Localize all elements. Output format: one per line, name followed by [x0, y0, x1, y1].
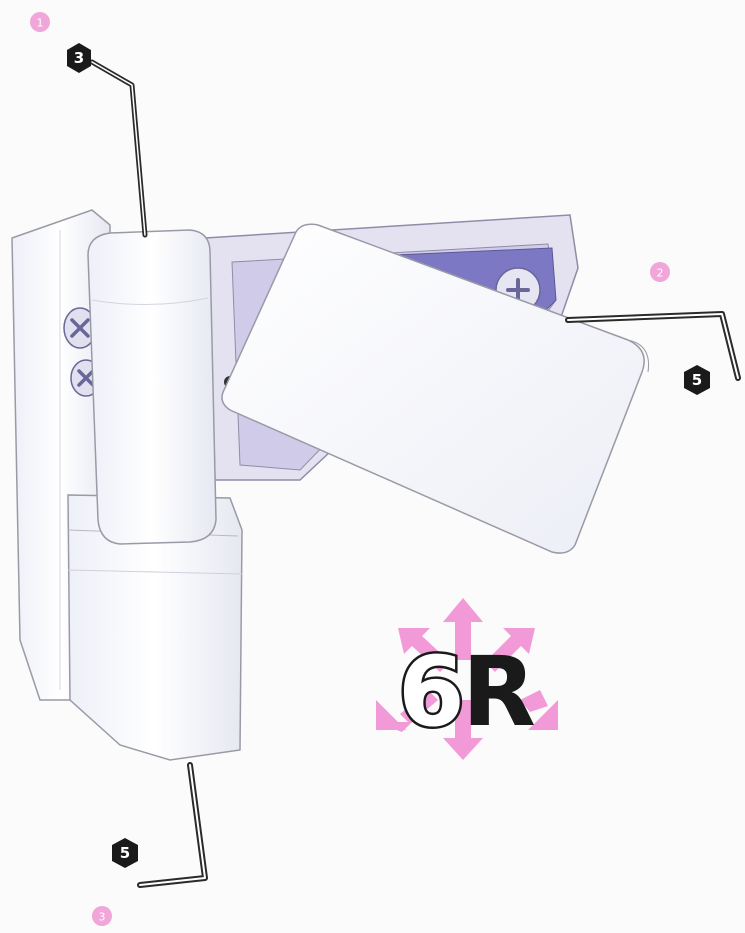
hex-marker-top-icon: 3 — [67, 43, 91, 73]
adjustment-label: 6 R — [398, 636, 534, 748]
svg-text:6: 6 — [398, 636, 460, 748]
svg-text:R: R — [462, 636, 534, 748]
svg-text:3: 3 — [99, 911, 106, 924]
hex-marker-bottom-icon: 5 — [112, 838, 138, 868]
step-marker-1: 1 — [30, 12, 50, 32]
hinge-flap — [222, 224, 649, 553]
svg-text:5: 5 — [692, 371, 702, 389]
step-marker-2: 2 — [650, 262, 670, 282]
svg-text:3: 3 — [74, 49, 84, 67]
step-marker-3: 3 — [92, 906, 112, 926]
allen-key-top-icon — [92, 62, 145, 235]
svg-text:1: 1 — [37, 17, 44, 30]
hinge-knuckle — [88, 230, 216, 544]
hex-marker-right-icon: 5 — [684, 365, 710, 395]
svg-text:2: 2 — [657, 267, 664, 280]
allen-key-bottom-icon — [140, 765, 205, 885]
svg-text:5: 5 — [120, 844, 130, 862]
